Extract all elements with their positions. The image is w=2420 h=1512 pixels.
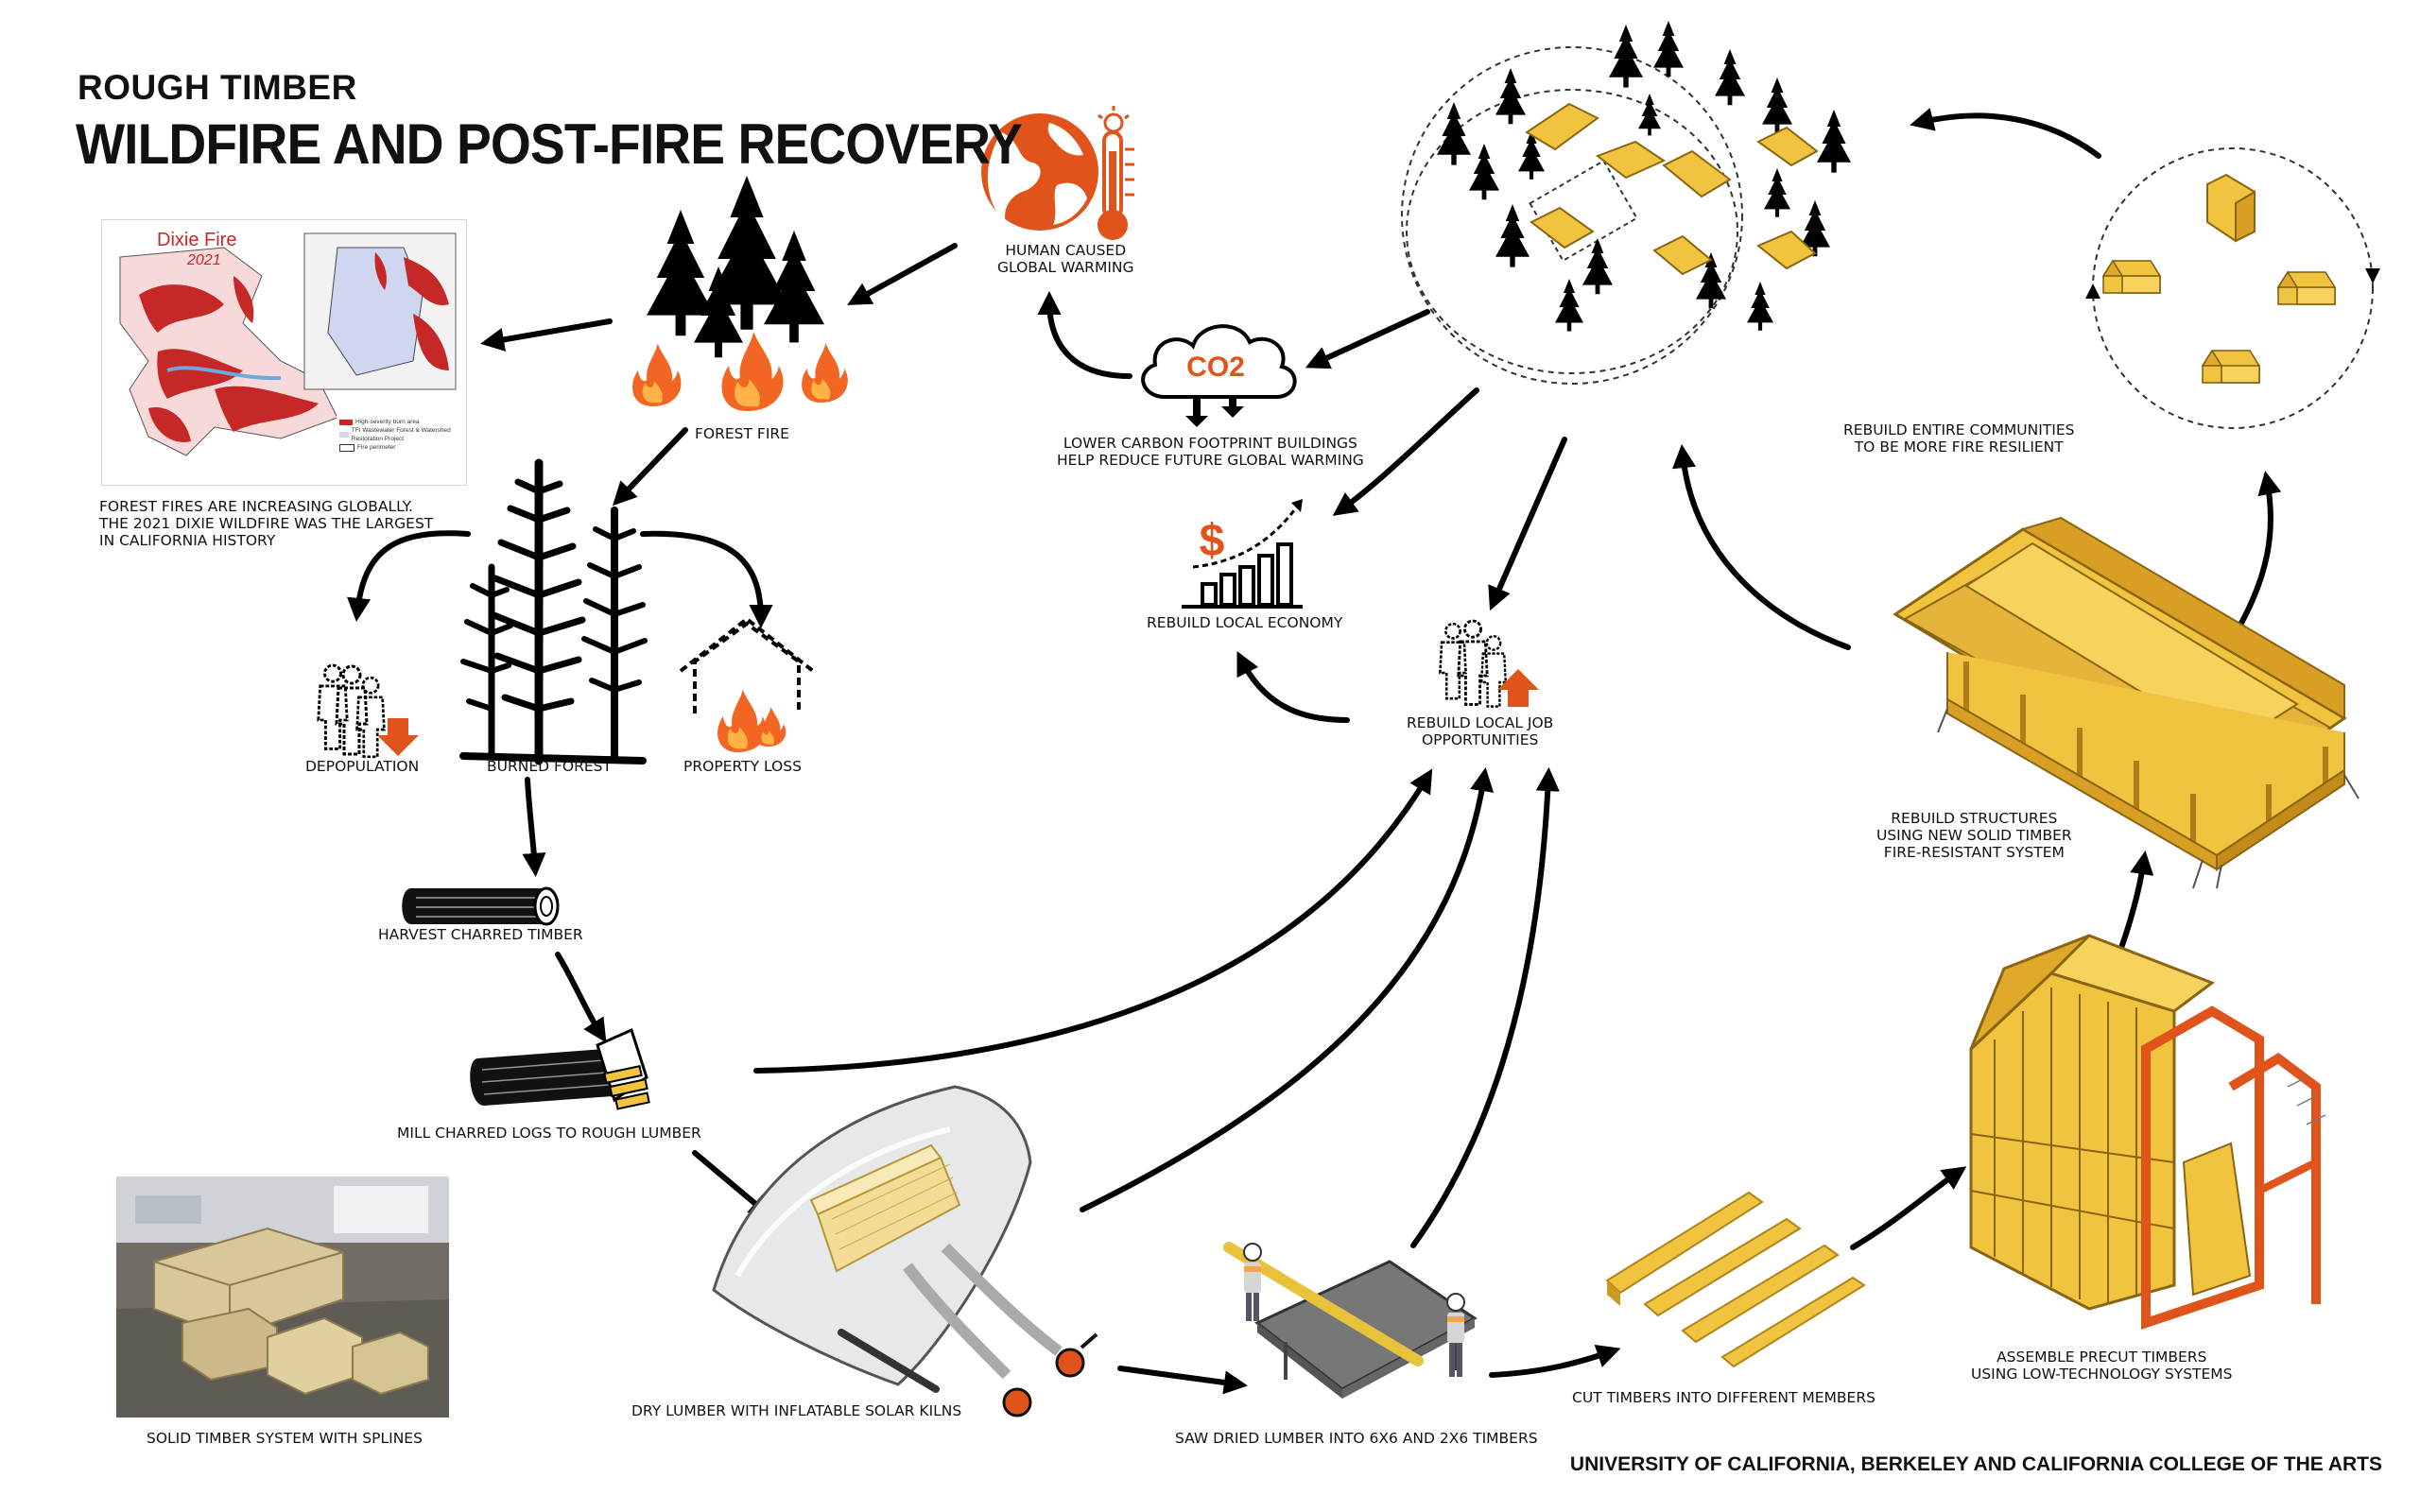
arrow-structure-to-community (1671, 443, 1851, 650)
cut-timbers-icon (1605, 1191, 1866, 1368)
photo-timbers (153, 1227, 429, 1396)
arrow-burned-to-property (640, 530, 773, 629)
arrow-houses-to-community (1910, 108, 2101, 159)
worker-right (1446, 1293, 1465, 1377)
footer-credit: UNIVERSITY OF CALIFORNIA, BERKELEY AND C… (1569, 1453, 2382, 1475)
label-depopulation: DEPOPULATION (305, 758, 420, 775)
jobs-people-icon (1439, 619, 1539, 708)
label-forest-fires-increasing: FOREST FIRES ARE INCREASING GLOBALLY.THE… (99, 498, 434, 549)
label-dry-lumber: DRY LUMBER WITH INFLATABLE SOLAR KILNS (631, 1402, 962, 1419)
arrow-fire-to-map (480, 318, 613, 352)
worker-left (1243, 1243, 1262, 1321)
arrow-kiln-to-jobs (1080, 767, 1495, 1212)
kiln-fan (1002, 1332, 1098, 1418)
label-property-loss: PROPERTY LOSS (683, 758, 802, 775)
global-warming-icon (981, 106, 1134, 240)
arrow-community-to-jobs (1488, 437, 1567, 611)
solid-timber-photo (116, 1177, 449, 1418)
subtitle: ROUGH TIMBER (78, 68, 357, 107)
community-trees (1437, 21, 1851, 332)
legend-item-project: TFI Wastewater Forest & Watershed Restor… (339, 426, 458, 443)
dixie-fire-map: Dixie Fire 2021 High-severity burn area … (101, 219, 467, 486)
label-mill: MILL CHARRED LOGS TO ROUGH LUMBER (397, 1125, 701, 1142)
photo-graphics (116, 1177, 449, 1418)
arrow-fire-to-burned (613, 427, 688, 507)
arrow-warming-to-fire (847, 243, 958, 305)
co2-text: CO2 (1186, 352, 1245, 383)
property-loss-icon (679, 616, 815, 752)
label-harvest: HARVEST CHARRED TIMBER (378, 926, 583, 943)
label-burned-forest: BURNED FOREST (487, 758, 612, 775)
forest-fire-icon (632, 176, 848, 411)
label-forest-fire: FOREST FIRE (695, 425, 789, 442)
map-title: Dixie Fire (157, 230, 237, 250)
arrow-burned-to-harvest (522, 777, 546, 878)
co2-cloud-icon (1141, 324, 1297, 427)
resilient-houses-icon (2085, 147, 2380, 429)
page-title: WILDFIRE AND POST-FIRE RECOVERY (76, 112, 1023, 176)
legend-item-perimeter: Fire perimeter (339, 443, 458, 452)
burned-forest-icon (459, 458, 648, 765)
community-houses (1525, 102, 1819, 276)
arrow-jobs-to-economy (1236, 650, 1350, 723)
label-saw: SAW DRIED LUMBER INTO 6X6 AND 2X6 TIMBER… (1175, 1430, 1538, 1447)
map-legend: High-severity burn area TFI Wastewater F… (337, 415, 461, 455)
timber-frame-assembly-icon (1969, 934, 2326, 1330)
community-forest-icon (1401, 21, 1851, 385)
dollar-sign: $ (1200, 516, 1225, 566)
arrow-mill-to-jobs (753, 768, 1433, 1074)
arrow-burned-to-depop (347, 530, 471, 623)
depopulation-icon (317, 663, 419, 759)
label-cut: CUT TIMBERS INTO DIFFERENT MEMBERS (1572, 1389, 1876, 1406)
solar-kiln-icon (712, 1085, 1098, 1418)
arrow-structure-to-houses (2233, 471, 2282, 636)
arrow-saw-to-jobs (1410, 766, 1560, 1248)
legend-item-burn: High-severity burn area (339, 418, 458, 426)
solid-timber-structure-icon (1893, 516, 2360, 889)
arrow-harvest-to-mill (555, 952, 607, 1043)
charred-log-icon (402, 886, 560, 926)
arrow-community-to-economy (1332, 387, 1479, 516)
arrow-co2-to-warming (1037, 290, 1132, 379)
saw-station-icon (1223, 1242, 1478, 1399)
map-graphics (119, 232, 457, 456)
arrow-mill-to-kiln (692, 1150, 773, 1219)
milled-log-icon (470, 1027, 650, 1110)
arrow-cut-to-assemble (1850, 1166, 1967, 1250)
label-solid-timber: SOLID TIMBER SYSTEM WITH SPLINES (147, 1430, 423, 1447)
label-rebuild-economy: REBUILD LOCAL ECONOMY (1147, 614, 1343, 631)
arrow-kiln-to-saw (1117, 1366, 1248, 1395)
arrow-saw-to-cut (1489, 1344, 1621, 1378)
economy-chart-icon (1182, 499, 1303, 609)
map-year: 2021 (187, 252, 221, 268)
arrow-community-to-co2 (1305, 309, 1430, 369)
lumber-stack (809, 1143, 961, 1273)
